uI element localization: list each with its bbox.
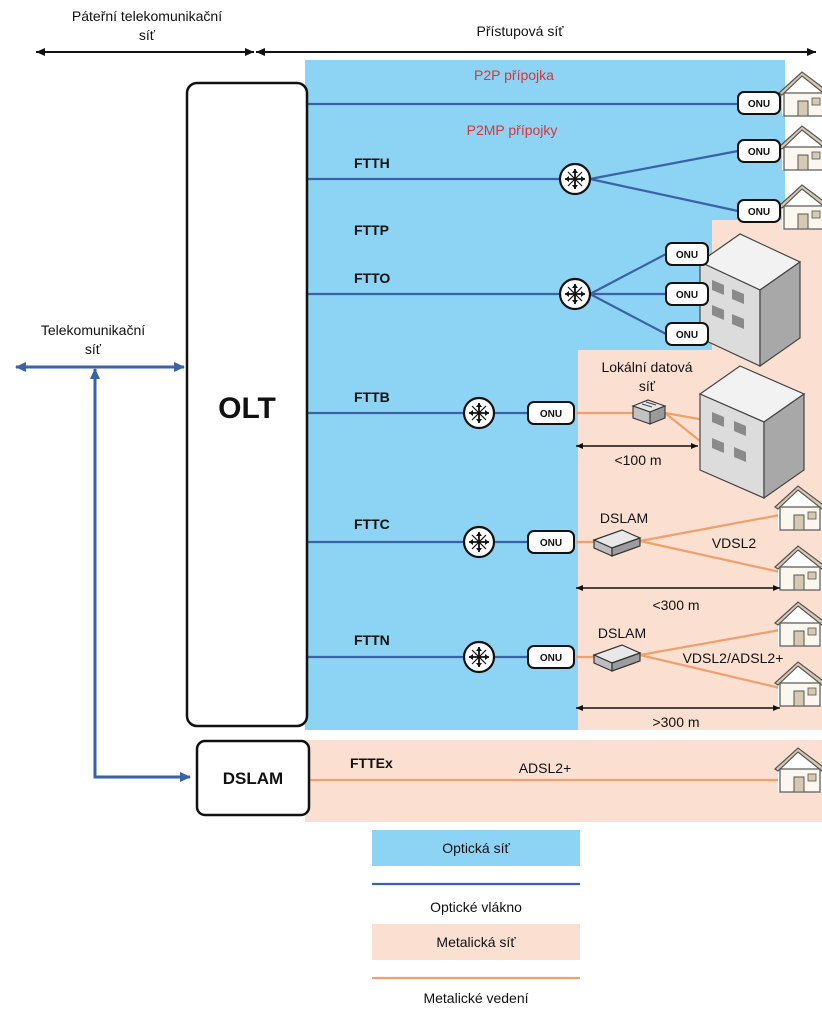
p2mp-label: P2MP přípojky — [467, 122, 558, 138]
legend-metallic-line: Metalické vedení — [423, 990, 528, 1006]
legend-metallic-network-swatch — [372, 924, 580, 960]
svg-text:ONU: ONU — [676, 250, 698, 261]
distance-300a-label: <300 m — [652, 597, 699, 613]
onu-box: ONU — [737, 91, 781, 115]
svg-text:ONU: ONU — [540, 409, 562, 420]
onu-box: ONU — [527, 401, 575, 425]
dslam-label-2: DSLAM — [598, 625, 646, 641]
svg-text:ONU: ONU — [748, 207, 770, 218]
lan-switch-icon — [631, 399, 667, 425]
telecom-network-label: Telekomunikační — [41, 322, 145, 338]
svg-text:ONU: ONU — [540, 538, 562, 549]
onu-box: ONU — [665, 282, 709, 306]
access-network-label: Přístupová síť — [477, 23, 565, 39]
legend-optical-network: Optická síť — [442, 840, 510, 856]
splitter-icon — [462, 396, 496, 430]
svg-text:ONU: ONU — [748, 99, 770, 110]
office-building-icon — [698, 233, 802, 368]
ftth-label: FTTH — [354, 155, 390, 171]
splitter-icon — [558, 277, 592, 311]
svg-text:ONU: ONU — [540, 653, 562, 664]
fttp-label: FTTP — [354, 222, 389, 238]
onu-box: ONU — [527, 645, 575, 669]
dslam-main-box: DSLAM — [195, 739, 311, 817]
splitter-icon — [558, 162, 592, 196]
onu-box: ONU — [665, 242, 709, 266]
fttb-label: FTTB — [354, 389, 390, 405]
backbone-label: Páteřní telekomunikační — [72, 8, 222, 24]
legend-metallic-network: Metalická síť — [436, 934, 516, 950]
fttc-label: FTTC — [354, 516, 390, 532]
vdsl2-label: VDSL2 — [712, 535, 757, 551]
distance-100-label: <100 m — [614, 452, 661, 468]
onu-box: ONU — [737, 199, 781, 223]
telecom-arrows — [15, 362, 191, 782]
onu-box: ONU — [665, 322, 709, 346]
onu-box: ONU — [737, 139, 781, 163]
telecom-network-label-2: síť — [85, 341, 102, 357]
olt-label: OLT — [218, 392, 276, 425]
splitter-icon — [462, 525, 496, 559]
lan-label-2: síť — [639, 378, 656, 394]
svg-text:ONU: ONU — [748, 147, 770, 158]
legend-optical-network-swatch — [372, 830, 580, 866]
distance-300b-label: >300 m — [652, 714, 699, 730]
distance-arrows — [576, 443, 780, 711]
lan-label: Lokální datová — [601, 359, 692, 375]
backbone-label-2: síť — [139, 27, 156, 43]
fttex-label: FTTEx — [350, 755, 393, 771]
fiber-lines — [308, 102, 739, 659]
fttn-label: FTTN — [354, 632, 390, 648]
copper-lines — [308, 411, 781, 782]
office-building-icon — [698, 365, 806, 500]
legend-optical-fiber: Optické vlákno — [430, 899, 522, 915]
dslam-main-label: DSLAM — [223, 769, 283, 788]
dslam-label-1: DSLAM — [600, 510, 648, 526]
p2p-label: P2P přípojka — [474, 67, 554, 83]
olt-box: OLT — [185, 81, 309, 728]
onu-box: ONU — [527, 530, 575, 554]
house-icon — [778, 184, 822, 230]
vdsl-adsl-label: VDSL2/ADSL2+ — [683, 650, 784, 666]
house-icon — [778, 125, 822, 171]
svg-text:ONU: ONU — [676, 330, 698, 341]
svg-text:ONU: ONU — [676, 290, 698, 301]
ftto-label: FTTO — [354, 270, 390, 286]
legend: Optická síť Optické vlákno Metalická síť… — [372, 830, 580, 1006]
house-icon — [778, 71, 822, 117]
adsl2-label: ADSL2+ — [519, 760, 572, 776]
splitter-icon — [462, 640, 496, 674]
